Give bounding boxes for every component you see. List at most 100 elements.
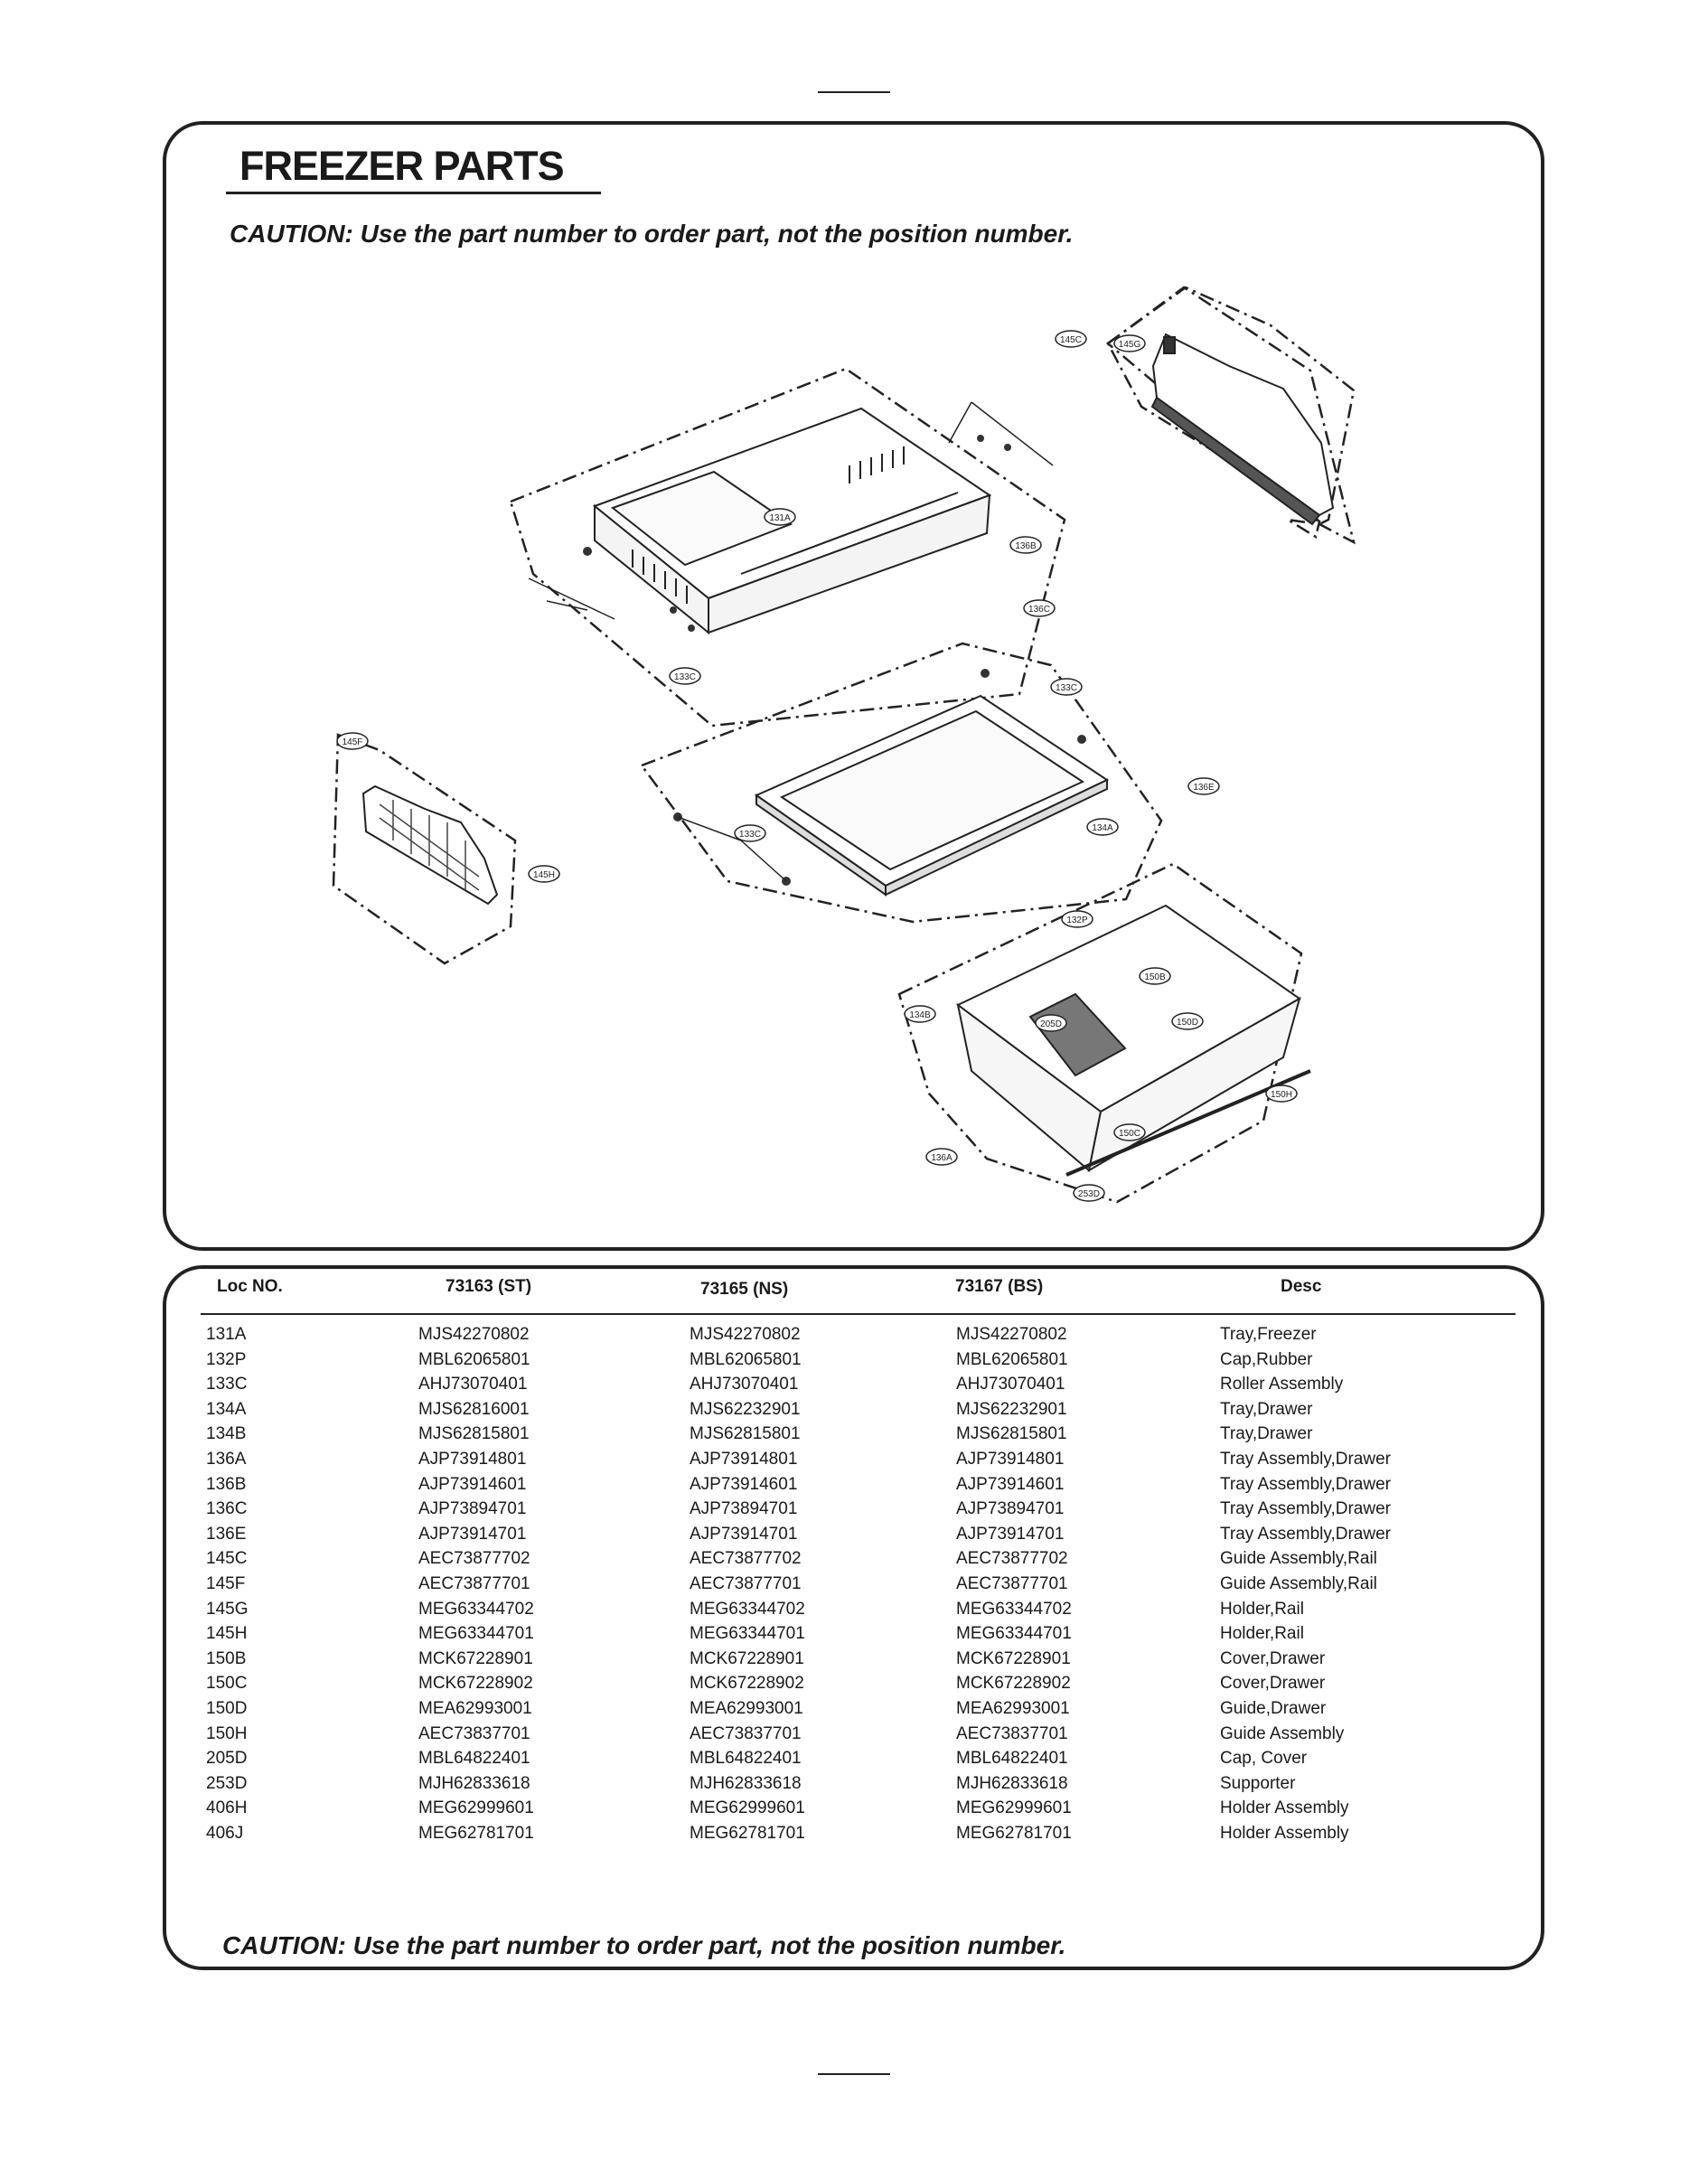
svg-text:136C: 136C — [1028, 605, 1050, 615]
region-rail-left — [332, 733, 517, 965]
table-cell: AJP73914601 — [690, 1474, 798, 1494]
table-cell: Holder,Rail — [1220, 1599, 1304, 1619]
table-cell: 136B — [206, 1474, 247, 1494]
table-cell: AEC73837701 — [690, 1723, 802, 1743]
table-cell: 145F — [206, 1574, 246, 1593]
leader-lines — [528, 401, 1054, 882]
table-cell: 145G — [206, 1599, 249, 1619]
callout-150h — [1265, 1084, 1298, 1103]
table-cell: Guide Assembly — [1220, 1723, 1345, 1743]
exploded-parts-diagram: 145C 145G 131A 136B 136C 133C 133C 145F … — [332, 286, 1356, 1204]
table-cell: Roller Assembly — [1220, 1375, 1344, 1394]
table-cell: MEG63344701 — [418, 1624, 534, 1644]
table-cell: Holder,Rail — [1220, 1624, 1304, 1644]
caution-bottom: CAUTION: Use the part number to order pa… — [222, 1931, 1066, 1959]
table-cell: MEA62993001 — [956, 1699, 1070, 1718]
table-cell: MCK67228902 — [418, 1674, 533, 1694]
svg-text:145F: 145F — [343, 737, 363, 747]
tray-freezer-131a — [592, 407, 992, 635]
table-cell: AJP73914601 — [956, 1474, 1065, 1494]
table-cell: AHJ73070401 — [690, 1375, 799, 1394]
table-cell: 406H — [206, 1798, 248, 1818]
table-cell: AJP73894701 — [418, 1499, 527, 1519]
svg-text:145H: 145H — [533, 870, 555, 880]
table-cell: MJS62816001 — [418, 1399, 530, 1419]
table-cell: 150C — [206, 1674, 248, 1694]
table-header-73165: 73165 (NS) — [700, 1280, 789, 1299]
drawer-tray-134a — [754, 694, 1110, 897]
svg-text:136E: 136E — [1193, 783, 1215, 793]
title-underline — [226, 192, 601, 194]
table-cell: Guide,Drawer — [1220, 1699, 1327, 1718]
table-cell: 134B — [206, 1424, 247, 1444]
table-cell: MEA62993001 — [418, 1699, 532, 1718]
table-cell: MBL62065801 — [956, 1349, 1068, 1369]
table-cell: Tray,Drawer — [1220, 1399, 1313, 1419]
table-cell: MEG62781701 — [956, 1824, 1072, 1843]
svg-text:134B: 134B — [909, 1010, 931, 1020]
table-cell: MBL64822401 — [418, 1749, 530, 1769]
table-cell: AEC73837701 — [418, 1723, 530, 1743]
callout-145f — [336, 732, 369, 750]
callout-150c — [1113, 1123, 1146, 1141]
table-cell: 150D — [206, 1699, 248, 1718]
table-cell: 133C — [206, 1375, 248, 1394]
svg-text:133C: 133C — [674, 672, 696, 682]
table-cell: MJH62833618 — [956, 1773, 1068, 1793]
table-cell: 205D — [206, 1749, 248, 1769]
svg-text:136B: 136B — [1015, 541, 1037, 551]
region-rail-right — [1105, 286, 1356, 545]
table-cell: MJS62232901 — [956, 1399, 1067, 1419]
callout-205d — [1035, 1014, 1067, 1032]
table-header-73163: 73163 (ST) — [446, 1277, 532, 1296]
table-cell: Tray Assembly,Drawer — [1220, 1499, 1391, 1519]
table-cell: 150H — [206, 1723, 248, 1743]
table-cell: MBL62065801 — [690, 1349, 802, 1369]
region-tray-freezer — [509, 367, 1066, 728]
callout-136e — [1187, 777, 1220, 795]
callout-134b — [904, 1005, 936, 1023]
table-cell: MEG63344701 — [690, 1624, 805, 1644]
top-page-rule — [818, 91, 890, 93]
table-cell: MJS62815801 — [418, 1424, 530, 1444]
svg-text:150H: 150H — [1271, 1090, 1292, 1100]
callout-145c — [1055, 330, 1087, 348]
svg-text:133C: 133C — [739, 830, 761, 840]
table-cell: AJP73914701 — [690, 1524, 798, 1544]
table-cell: Cap,Rubber — [1220, 1349, 1313, 1369]
svg-text:205D: 205D — [1040, 1019, 1062, 1029]
table-cell: Cover,Drawer — [1220, 1674, 1326, 1694]
page-title: FREEZER PARTS — [239, 143, 565, 189]
table-cell: 150B — [206, 1648, 247, 1668]
svg-text:150C: 150C — [1119, 1129, 1140, 1139]
caution-top: CAUTION: Use the part number to order pa… — [230, 220, 1074, 248]
table-cell: MEG62999601 — [690, 1798, 805, 1818]
table-cell: AJP73894701 — [956, 1499, 1065, 1519]
parts-table-panel — [163, 1265, 1544, 1970]
table-cell: 131A — [206, 1325, 247, 1344]
table-cell: MCK67228901 — [418, 1648, 533, 1668]
table-cell: Tray Assembly,Drawer — [1220, 1524, 1391, 1544]
table-cell: MJS62232901 — [690, 1399, 801, 1419]
table-cell: AJP73914601 — [418, 1474, 527, 1494]
table-cell: MEG62781701 — [690, 1824, 805, 1843]
bottom-page-rule — [818, 2073, 890, 2075]
table-cell: AJP73914801 — [418, 1450, 527, 1469]
rail-holder-145h — [361, 784, 499, 906]
callout-145g — [1113, 334, 1146, 352]
tray-vents — [632, 446, 905, 604]
callout-133c-left — [734, 824, 766, 842]
table-cell: MEG63344702 — [418, 1599, 534, 1619]
callout-253d — [1073, 1184, 1105, 1202]
table-cell: AEC73877702 — [956, 1549, 1068, 1569]
callout-150b — [1139, 967, 1171, 985]
table-cell: MEG62781701 — [418, 1824, 534, 1843]
